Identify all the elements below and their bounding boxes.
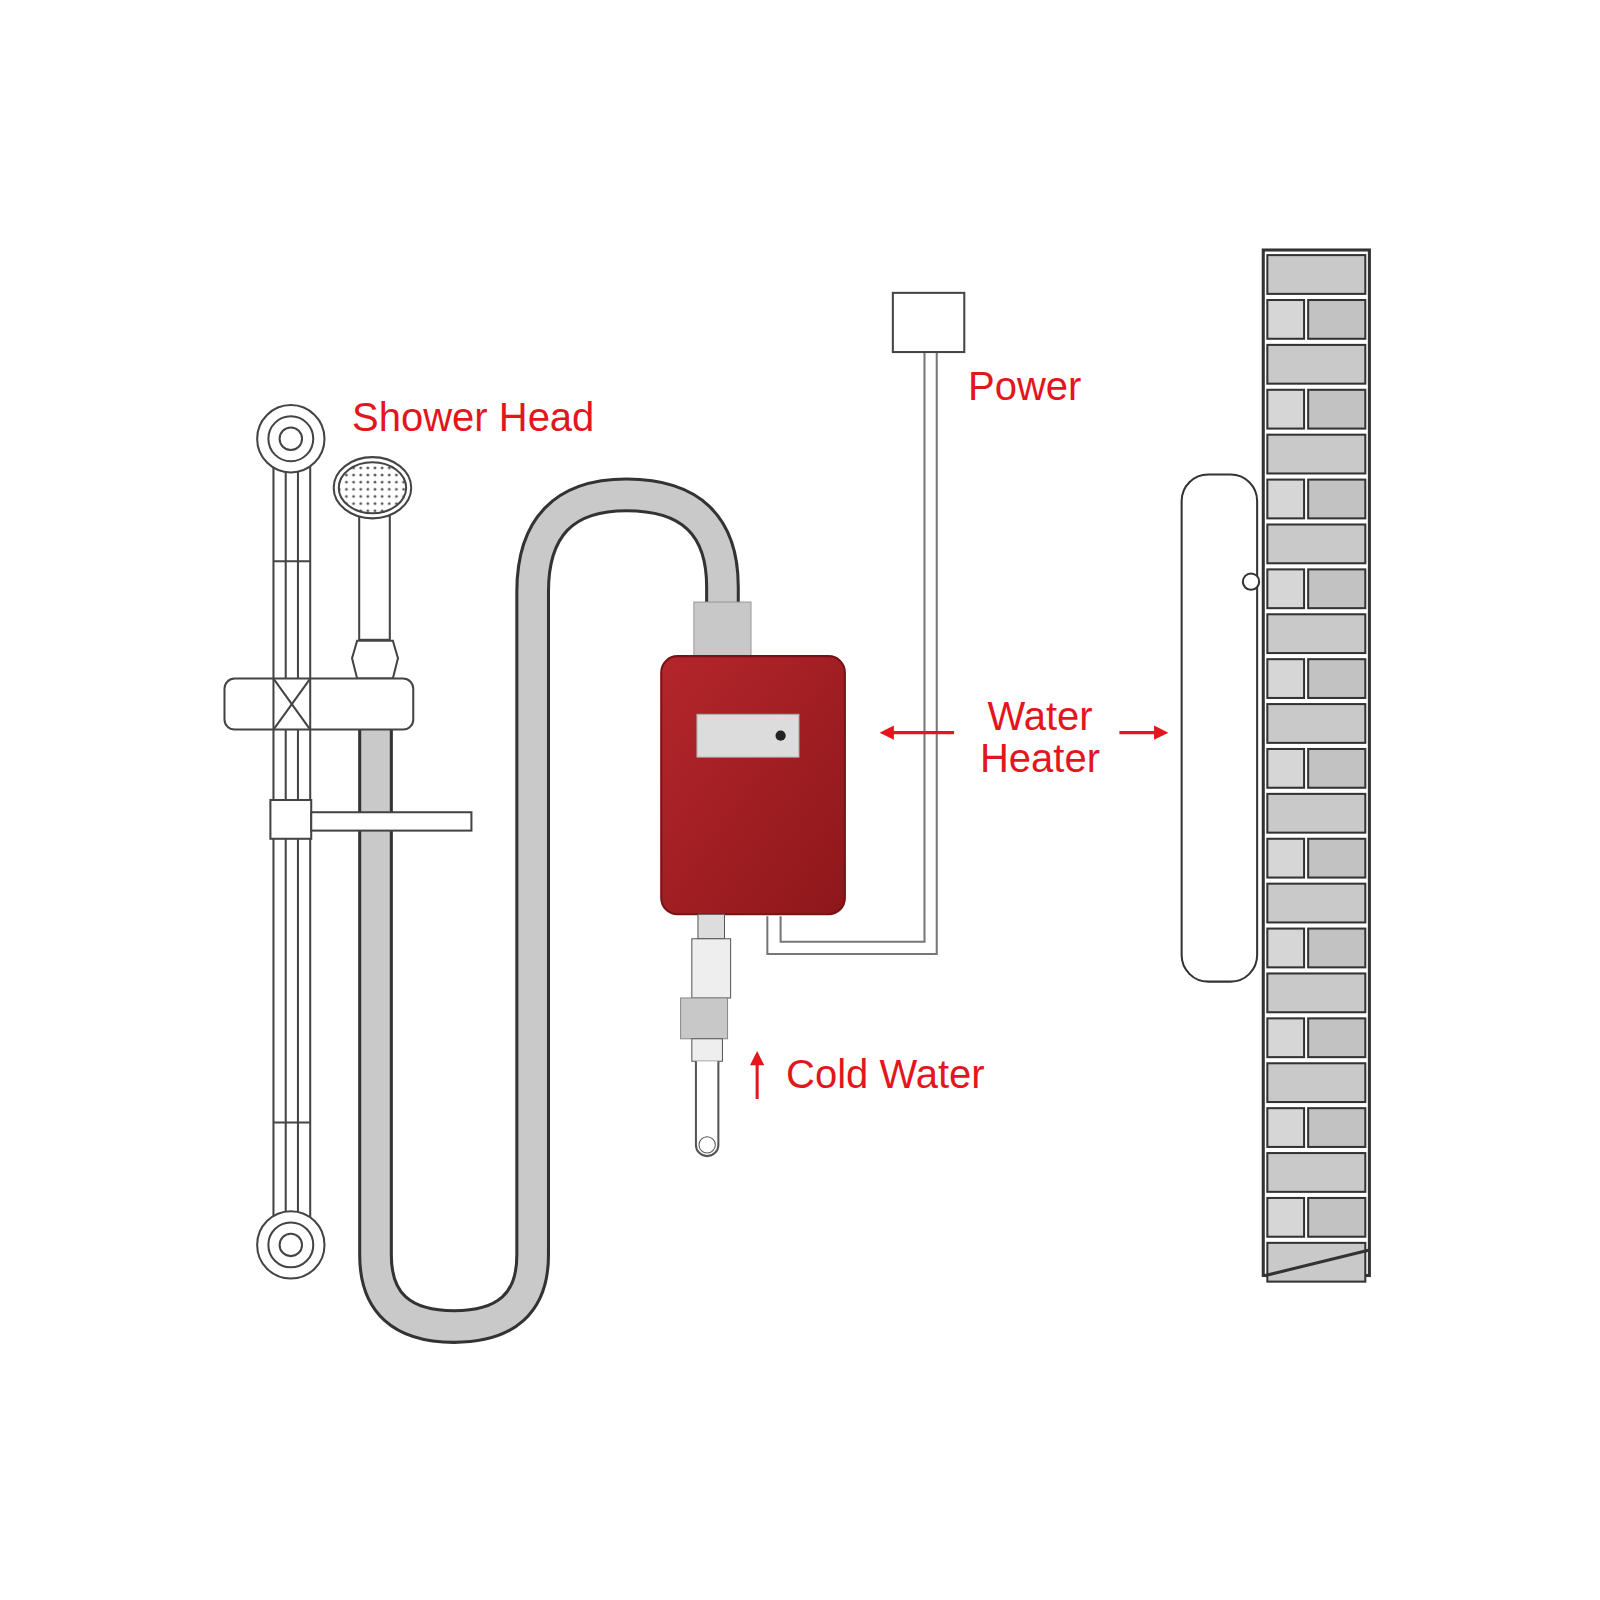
callout-label: Cold Water [786, 1053, 985, 1095]
leader-arrows [750, 726, 1168, 1099]
brick [1267, 973, 1365, 1012]
brick [1267, 1063, 1365, 1102]
callout-label: Shower Head [352, 396, 594, 438]
brick [1267, 524, 1365, 563]
brick [1267, 614, 1365, 653]
holder [224, 679, 471, 839]
brick [1308, 1108, 1365, 1147]
brick [1267, 929, 1304, 968]
callout-label: Water Heater [955, 695, 1125, 779]
brick [1267, 345, 1365, 384]
brick [1308, 1018, 1365, 1057]
brick [1267, 435, 1365, 474]
brick [1267, 390, 1304, 429]
brick [1267, 704, 1365, 743]
brick [1267, 255, 1365, 294]
brick [1308, 480, 1365, 519]
callout-label: Power [968, 365, 1081, 407]
slide-bar [257, 405, 324, 1278]
brick [1267, 1108, 1304, 1147]
brick [1267, 749, 1304, 788]
wall-unit [1182, 474, 1260, 981]
brick [1267, 480, 1304, 519]
brick [1267, 794, 1365, 833]
brick [1265, 1250, 1369, 1276]
brick [1267, 839, 1304, 878]
brick [1308, 749, 1365, 788]
brick [1308, 659, 1365, 698]
brick [1267, 659, 1304, 698]
brick [1267, 1198, 1304, 1237]
brick [1308, 300, 1365, 339]
brick [1267, 884, 1365, 923]
brick [1267, 1018, 1304, 1057]
brick [1267, 300, 1304, 339]
brick [1308, 390, 1365, 429]
brick-wall [1263, 250, 1369, 1282]
brick [1308, 1198, 1365, 1237]
brick [1308, 929, 1365, 968]
brick [1263, 250, 1369, 1276]
brick [1308, 839, 1365, 878]
brick [1267, 1153, 1365, 1192]
shower-head [334, 457, 412, 678]
brick [1308, 569, 1365, 608]
brick [1267, 569, 1304, 608]
